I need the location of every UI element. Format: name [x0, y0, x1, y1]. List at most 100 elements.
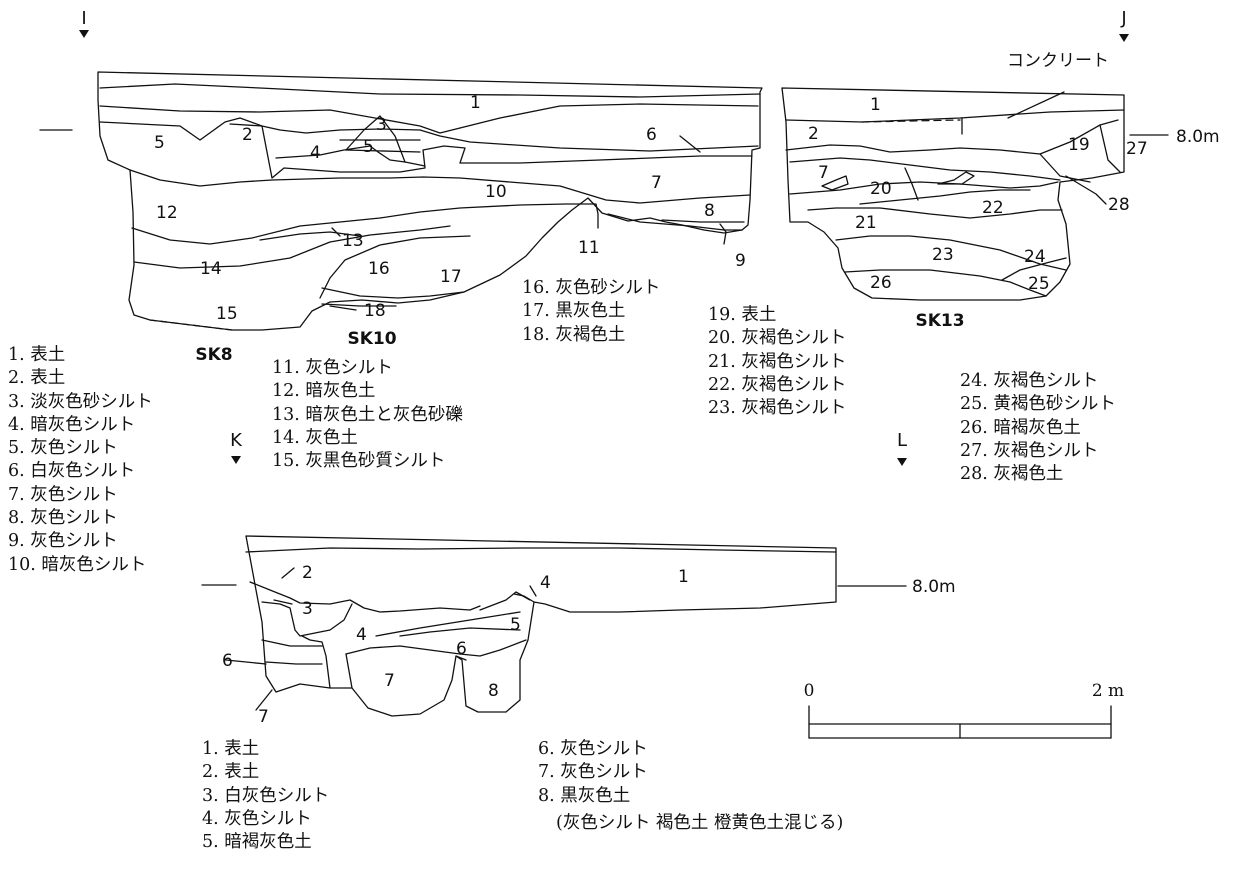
legend-item: 8. 灰色シルト — [8, 508, 118, 529]
section-kl — [225, 535, 837, 717]
layer-number: 3 — [376, 115, 387, 135]
layer-number: 4 — [540, 573, 551, 593]
marker-l-arrow — [897, 458, 907, 466]
layer-number: 2 — [302, 563, 313, 583]
legend-item: 1. 表土 — [202, 739, 260, 759]
layer-number: 7 — [384, 671, 395, 691]
concrete-label: コンクリート — [1007, 51, 1109, 71]
legend-item: 23. 灰褐色シルト — [708, 398, 847, 419]
layer-number: 16 — [368, 259, 390, 279]
marker-l: L — [897, 430, 907, 451]
layer-number: 5 — [154, 133, 165, 153]
layer-number: 19 — [1068, 135, 1090, 155]
layer-number: 4 — [310, 143, 321, 163]
layer-number: 10 — [485, 182, 507, 202]
legend-kl-col2: 6. 灰色シルト 7. 灰色シルト 8. 黒灰色土 — [538, 738, 648, 808]
marker-j: J — [1120, 8, 1126, 29]
legend-item: 28. 灰褐色土 — [960, 464, 1064, 485]
legend-item: 2. 表土 — [8, 368, 66, 389]
layer-number: 24 — [1024, 247, 1046, 267]
elevation-label-kl: 8.0m — [912, 577, 956, 597]
layer-number: 5 — [363, 137, 374, 157]
pit-label-sk10: SK10 — [347, 329, 396, 349]
layer-number: 25 — [1028, 274, 1050, 294]
legend-item: 19. 表土 — [708, 305, 777, 325]
elevation-label-ij: 8.0m — [1176, 127, 1220, 147]
legend-item: 12. 暗灰色土 — [272, 381, 376, 402]
legend-item: 1. 表土 — [8, 345, 66, 365]
section-ij-left-block — [97, 71, 763, 331]
legend-item: 15. 灰黒色砂質シルト — [272, 451, 446, 472]
legend-item: 3. 白灰色シルト — [202, 785, 330, 806]
legend-item: 8. 黒灰色土 — [538, 785, 631, 806]
pit-label-sk8: SK8 — [195, 345, 232, 365]
layer-number: 6 — [646, 125, 657, 145]
section-markers: I J K L — [79, 8, 1129, 466]
layer-number: 18 — [364, 301, 386, 321]
legend-item: 16. 灰色砂シルト — [522, 278, 661, 298]
concrete-leader — [1007, 91, 1065, 119]
layer-number: 4 — [356, 625, 367, 645]
legend-item: 22. 灰褐色シルト — [708, 374, 847, 395]
legend-item: 18. 灰褐色土 — [522, 324, 626, 345]
layer-number: 23 — [932, 245, 954, 265]
layer-number: 6 — [456, 639, 467, 659]
legend-ij-col5: 24. 灰褐色シルト 25. 黄褐色砂シルト 26. 暗褐灰色土 27. 灰褐色… — [960, 370, 1116, 486]
layer-number: 8 — [488, 681, 499, 701]
layer-number: 2 — [808, 124, 819, 144]
legend-item: 4. 暗灰色シルト — [8, 414, 136, 435]
legend-item: 4. 灰色シルト — [202, 808, 312, 829]
section-kl-outline — [245, 535, 837, 717]
legend-item: 17. 黒灰色土 — [522, 301, 626, 322]
layer-number: 21 — [855, 213, 877, 233]
layer-number: 9 — [735, 251, 746, 271]
legend-item: 2. 表土 — [202, 762, 260, 783]
legend-item: 9. 灰色シルト — [8, 531, 118, 552]
legend-kl-note: (灰色シルト 褐色土 橙黄色土混じる) — [556, 813, 844, 833]
layer-number: 22 — [982, 198, 1004, 218]
scale-bar — [808, 705, 1112, 739]
legend-ij-col3: 16. 灰色砂シルト 17. 黒灰色土 18. 灰褐色土 — [522, 277, 660, 347]
legend-item: 24. 灰褐色シルト — [960, 371, 1099, 391]
layer-number: 6 — [222, 651, 233, 671]
section-ij-left-outline — [97, 71, 763, 331]
layer-number: 2 — [242, 125, 253, 145]
legend-item: 11. 灰色シルト — [272, 358, 393, 378]
layer-number: 1 — [678, 567, 689, 587]
legend-ij-col2: 11. 灰色シルト 12. 暗灰色土 13. 暗灰色土と灰色砂礫 14. 灰色土… — [272, 357, 463, 473]
layer-number: 7 — [258, 707, 269, 727]
layer-number: 1 — [870, 95, 881, 115]
marker-j-arrow — [1119, 34, 1129, 42]
layer-number: 28 — [1108, 195, 1130, 215]
layer-number: 15 — [216, 304, 238, 324]
layer-number: 17 — [440, 267, 462, 287]
legend-item: 13. 暗灰色土と灰色砂礫 — [272, 404, 463, 425]
layer-number: 13 — [342, 231, 364, 251]
legend-item: 10. 暗灰色シルト — [8, 554, 147, 575]
legend-kl-col1: 1. 表土 2. 表土 3. 白灰色シルト 4. 灰色シルト 5. 暗褐灰色土 — [202, 738, 329, 854]
legend-item: 5. 灰色シルト — [8, 438, 118, 459]
layer-number: 7 — [651, 173, 662, 193]
legend-item: 7. 灰色シルト — [8, 484, 118, 505]
marker-k: K — [230, 430, 243, 451]
legend-item: 7. 灰色シルト — [538, 762, 648, 783]
legend-item: 3. 淡灰色砂シルト — [8, 391, 153, 412]
marker-i-arrow — [79, 30, 89, 38]
layer-numbers-kl: 1 2 3 4 4 5 6 6 7 7 8 — [222, 563, 689, 727]
legend-item: 26. 暗褐灰色土 — [960, 417, 1081, 438]
section-ij-right-outline — [781, 87, 1125, 301]
legend-item: 20. 灰褐色シルト — [708, 328, 847, 349]
layer-number: 27 — [1126, 139, 1148, 159]
marker-i: I — [81, 8, 86, 29]
layer-number: 14 — [200, 259, 222, 279]
legend-item: 5. 暗褐灰色土 — [202, 832, 312, 853]
scale-start-label: 0 — [804, 681, 815, 701]
layer-number: 5 — [510, 615, 521, 635]
layer-number: 20 — [870, 179, 892, 199]
marker-k-arrow — [231, 456, 241, 464]
section-ij-right-block — [781, 87, 1125, 301]
legend-item: 14. 灰色土 — [272, 427, 358, 448]
legend-item: 21. 灰褐色シルト — [708, 351, 847, 372]
legend-ij-col4: 19. 表土 20. 灰褐色シルト 21. 灰褐色シルト 22. 灰褐色シルト … — [708, 304, 846, 420]
